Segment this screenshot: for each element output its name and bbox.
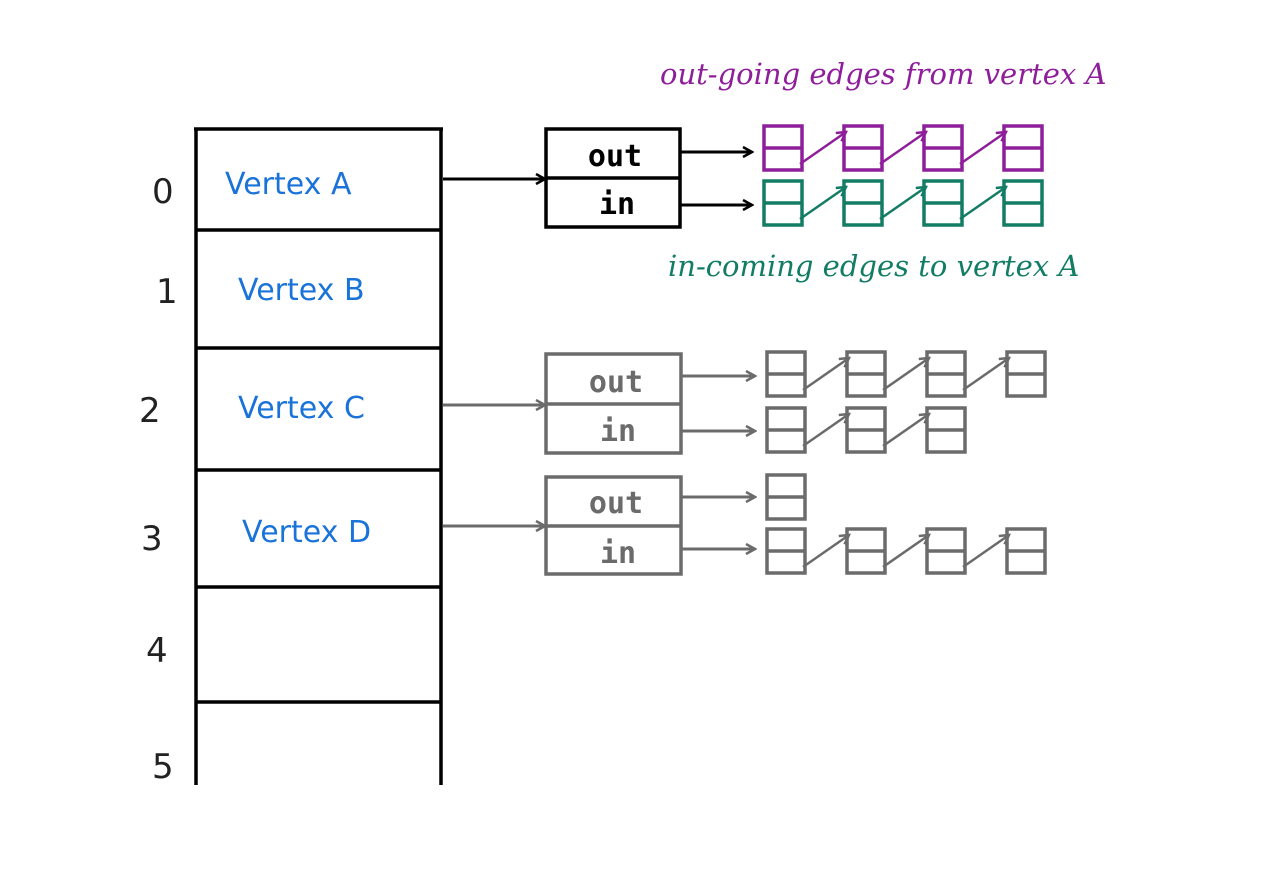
outgoing-edge-next-pointer [962,358,1009,392]
outgoing-edge-next-pointer [802,358,849,392]
outgoing-annotation: out-going edges from vertex A [660,57,1106,91]
incoming-edge-next-pointer [882,414,929,448]
outgoing-edge-next-pointer [882,358,929,392]
in-label: in [600,536,636,571]
outgoing-edge-next-pointer [959,132,1006,166]
incoming-annotation: in-coming edges to vertex A [668,249,1079,283]
vertex-label: Vertex B [238,273,365,308]
outgoing-edge-next-pointer [799,132,846,166]
incoming-edge-next-pointer [962,535,1009,569]
vertex-c-edge-header: out in [443,352,755,455]
incoming-edge-next-pointer [959,187,1006,221]
vertex-d-edge-header: out in [443,475,755,576]
row-index: 3 [141,519,163,559]
row-index: 4 [146,631,168,671]
row-index: 1 [156,272,178,312]
outgoing-edge-next-pointer [879,132,926,166]
vertex-label: Vertex C [238,391,365,426]
incoming-edge-next-pointer [799,187,846,221]
row-index: 5 [152,747,174,787]
vertex-a-edge-header: out in [443,127,752,229]
in-label: in [599,187,635,222]
out-label: out [589,486,643,521]
vertex-label: Vertex A [225,167,352,202]
incoming-edge-next-pointer [879,187,926,221]
out-label: out [588,139,642,174]
in-label: in [600,414,636,449]
incoming-edge-next-pointer [882,535,929,569]
row-index: 0 [152,172,174,212]
vertex-array: 0 1 2 3 4 5 Vertex A Vertex B Vertex C V… [139,127,443,787]
out-label: out [589,365,643,400]
vertex-label: Vertex D [242,515,371,550]
row-index: 2 [139,391,161,431]
incoming-edge-next-pointer [802,535,849,569]
incoming-edge-next-pointer [802,414,849,448]
edge-node-lists [762,124,1047,575]
